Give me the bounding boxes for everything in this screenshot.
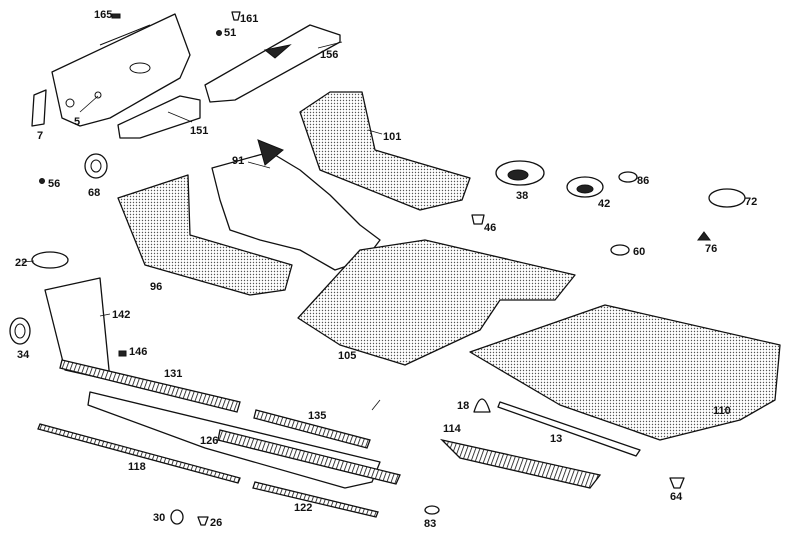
- part-135-sill-strip[interactable]: [253, 409, 371, 449]
- part-105-rear-mat[interactable]: [297, 239, 576, 366]
- part-122-trim-strip[interactable]: [252, 481, 379, 518]
- part-38-cup[interactable]: [495, 160, 545, 186]
- part-83-clip[interactable]: [424, 505, 440, 515]
- label-126: 126: [200, 435, 218, 447]
- label-96: 96: [150, 281, 162, 293]
- label-13: 13: [550, 433, 562, 445]
- part-110-trunk-mat[interactable]: [469, 304, 781, 441]
- label-42: 42: [598, 198, 610, 210]
- part-56-plug[interactable]: [39, 178, 45, 184]
- label-105: 105: [338, 350, 356, 362]
- label-161: 161: [240, 13, 258, 25]
- part-68-grommet[interactable]: [84, 153, 108, 179]
- part-126-sill-cover[interactable]: [87, 391, 401, 489]
- label-38: 38: [516, 190, 528, 202]
- part-165-clip[interactable]: [111, 13, 121, 19]
- label-60: 60: [633, 246, 645, 258]
- part-42-cup[interactable]: [566, 176, 604, 198]
- label-122: 122: [294, 502, 312, 514]
- label-91: 91: [232, 155, 244, 167]
- label-83: 83: [424, 518, 436, 530]
- leader-lines: [21, 41, 383, 411]
- part-26-clip[interactable]: [197, 516, 209, 526]
- part-51-grommet[interactable]: [216, 30, 222, 36]
- part-60-grommet[interactable]: [610, 244, 630, 256]
- part-46-plug[interactable]: [471, 214, 485, 225]
- label-135: 135: [308, 410, 326, 422]
- label-101: 101: [383, 131, 401, 143]
- label-72: 72: [745, 196, 757, 208]
- label-165: 165: [94, 9, 112, 21]
- part-22-cover[interactable]: [31, 251, 69, 269]
- part-64-clip[interactable]: [669, 477, 685, 489]
- label-7: 7: [37, 130, 43, 142]
- label-26: 26: [210, 517, 222, 529]
- label-34: 34: [17, 349, 30, 361]
- label-51: 51: [224, 27, 236, 39]
- part-118-trim-strip[interactable]: [37, 423, 241, 484]
- label-64: 64: [670, 491, 683, 503]
- part-7-bracket[interactable]: [31, 89, 47, 127]
- label-46: 46: [484, 222, 496, 234]
- part-114-ribbed-mat[interactable]: [439, 438, 602, 489]
- label-18: 18: [457, 400, 469, 412]
- label-118: 118: [128, 461, 146, 473]
- label-30: 30: [153, 512, 165, 524]
- label-76: 76: [705, 243, 717, 255]
- part-161-plug[interactable]: [231, 11, 241, 21]
- label-131: 131: [164, 368, 182, 380]
- part-86-grommet[interactable]: [618, 171, 638, 183]
- part-96-floor-mat[interactable]: [117, 174, 293, 296]
- part-131-sill-strip[interactable]: [59, 359, 241, 413]
- label-5: 5: [74, 116, 80, 128]
- label-142: 142: [112, 309, 130, 321]
- part-156-cover-plate[interactable]: [204, 24, 341, 103]
- label-22: 22: [15, 257, 27, 269]
- label-151: 151: [190, 125, 208, 137]
- part-72-cover[interactable]: [708, 188, 746, 208]
- label-110: 110: [713, 405, 731, 417]
- part-146-clip[interactable]: [118, 350, 127, 357]
- label-56: 56: [48, 178, 60, 190]
- part-30-grommet[interactable]: [170, 509, 184, 525]
- part-76-clip[interactable]: [697, 231, 711, 241]
- label-114: 114: [443, 423, 462, 435]
- part-5-firewall-panel[interactable]: [51, 13, 191, 127]
- part-13-trim-bar[interactable]: [497, 401, 641, 457]
- label-68: 68: [88, 187, 100, 199]
- label-156: 156: [320, 49, 338, 61]
- part-101-floor-mat[interactable]: [299, 91, 471, 211]
- part-34-grommet[interactable]: [9, 317, 31, 345]
- part-18-bump-stop[interactable]: [473, 398, 491, 413]
- label-86: 86: [637, 175, 649, 187]
- label-146: 146: [129, 346, 147, 358]
- part-151-bracket-plate[interactable]: [117, 95, 201, 139]
